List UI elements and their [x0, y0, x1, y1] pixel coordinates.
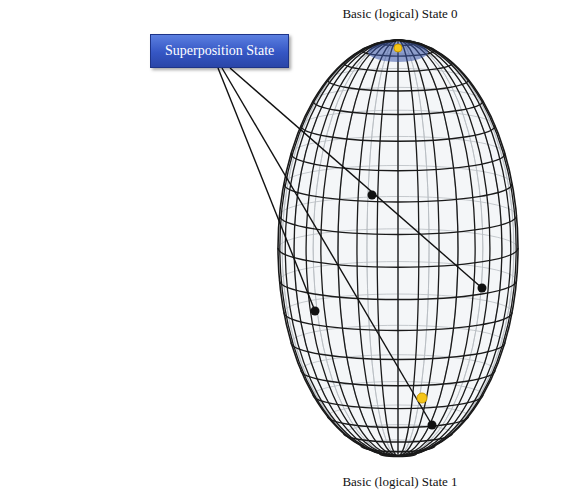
meridian-line [280, 40, 398, 456]
meridian-line [294, 40, 398, 456]
meridian-line [306, 40, 398, 456]
state-label: Basic (logical) State 1 [342, 474, 457, 490]
meridian-line [398, 40, 458, 456]
pole-cap [368, 42, 428, 62]
state-dot [428, 421, 437, 430]
back-meridian [367, 40, 429, 456]
back-meridian [294, 40, 502, 456]
state-dots [311, 44, 487, 430]
meridian-line [285, 40, 398, 456]
back-meridian [398, 40, 399, 456]
leader-line [222, 68, 432, 425]
back-meridian [367, 40, 429, 456]
leader-line [218, 68, 315, 311]
state-dot [417, 393, 427, 403]
state-dot [394, 44, 402, 52]
meridian-line [377, 40, 398, 456]
state-dot [478, 284, 487, 293]
back-meridian [294, 40, 502, 456]
meridian-line [357, 40, 398, 456]
state-label: Basic (logical) State 0 [342, 6, 457, 22]
back-meridian [338, 40, 458, 456]
meridian-line [398, 40, 419, 456]
leader-lines [218, 68, 482, 425]
state-dot [368, 191, 377, 200]
callout-box: Superposition State [150, 34, 289, 68]
meridian-line [398, 40, 490, 456]
back-meridian [313, 40, 483, 456]
back-meridian [282, 40, 514, 456]
meridian-line [338, 40, 398, 456]
meridian-line [397, 40, 398, 456]
state-dot [311, 307, 320, 316]
sphere-fill [278, 40, 518, 456]
back-meridian [338, 40, 458, 456]
sphere-outline [278, 40, 518, 456]
meridian-line [398, 40, 511, 456]
leader-line [230, 68, 482, 288]
meridian-line [398, 40, 516, 456]
callout-text: Superposition State [165, 43, 274, 59]
meridian-line [398, 40, 439, 456]
sphere-wireframe [278, 40, 518, 457]
back-meridian [282, 40, 514, 456]
back-meridian [313, 40, 483, 456]
